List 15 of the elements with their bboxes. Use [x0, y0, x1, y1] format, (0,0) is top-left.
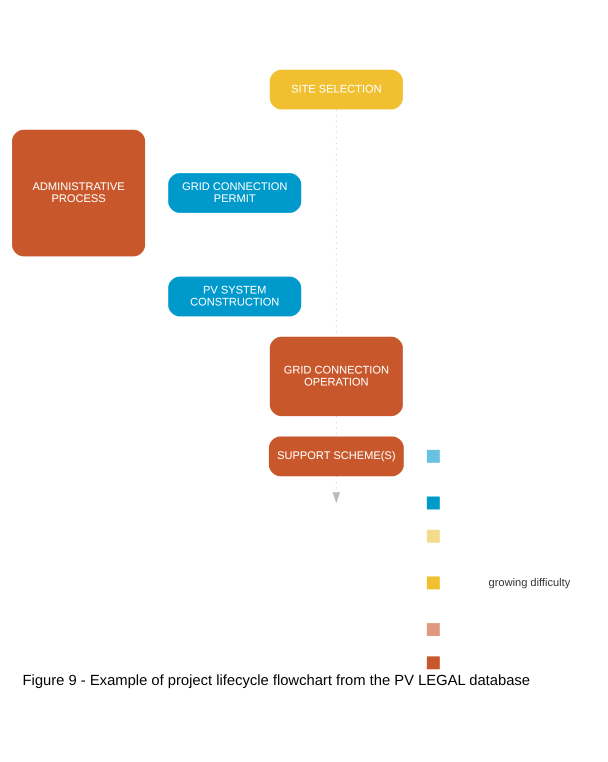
node-box: SITE SELECTION — [270, 69, 403, 109]
node-box: GRID CONNECTION PERMIT — [168, 172, 302, 212]
label: growing difficulty — [488, 576, 570, 588]
node-box — [426, 622, 440, 636]
node-box: ADMINISTRATIVE PROCESS — [12, 129, 146, 256]
node-box — [426, 449, 440, 462]
arrow — [332, 475, 340, 503]
node-box: GRID CONNECTION OPERATION — [270, 336, 403, 416]
node-box — [426, 656, 440, 669]
node-box — [426, 496, 440, 509]
node-box — [426, 529, 440, 542]
caption: Figure 9 - Example of project lifecycle flowchart from the PV LEGAL database — [22, 672, 530, 688]
node-box — [426, 576, 440, 589]
node-box: SUPPORT SCHEME(S) — [268, 436, 404, 476]
node-box: PV SYSTEM CONSTRUCTION — [168, 276, 302, 316]
